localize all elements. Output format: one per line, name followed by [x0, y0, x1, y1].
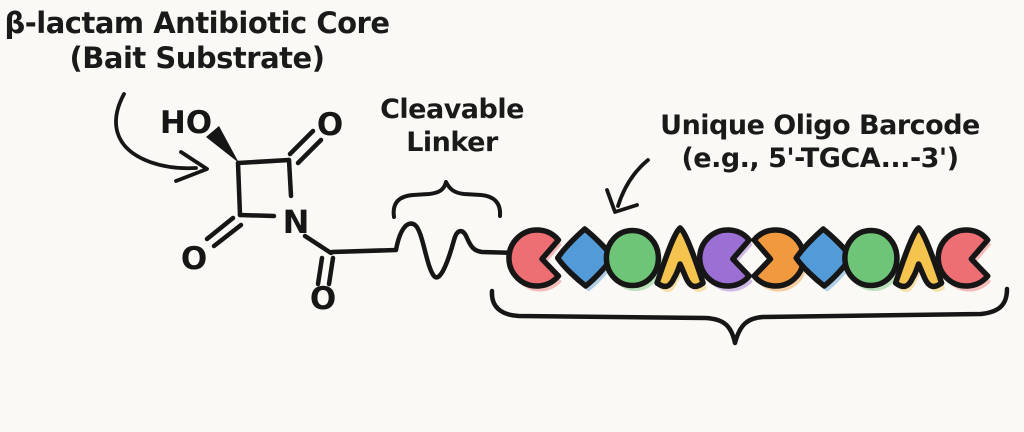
ring-bond: [235, 157, 292, 166]
linker-label: Cleavable Linker: [380, 94, 524, 160]
arrowhead-icon: [174, 150, 209, 183]
core-label-line1: β-lactam Antibiotic Core: [4, 6, 390, 40]
carbonyl-oxygen-left: O: [181, 241, 207, 277]
ring-bond: [235, 160, 243, 218]
barcode-unit-pacman-right: [506, 227, 562, 292]
barcode-annotation-arrow: [605, 158, 650, 214]
carbonyl-double-bond-bottom: [326, 255, 336, 287]
barcode-brace: [489, 286, 1010, 346]
ring-nitrogen-label: N: [283, 203, 310, 241]
carbonyl-oxygen-bottom: O: [310, 281, 336, 317]
barcode-label-line1: Unique Oligo Barcode: [660, 110, 980, 141]
stereo-wedge-bond: [206, 126, 239, 163]
carbonyl-double-bond-top: [287, 128, 316, 157]
core-label: β-lactam Antibiotic Core (Bait Substrate…: [4, 6, 390, 77]
carbonyl-double-bond-bottom: [315, 255, 325, 287]
core-label-line2: (Bait Substrate): [69, 41, 325, 76]
arrowhead-icon: [605, 188, 639, 214]
barcode-unit-circle: [603, 227, 662, 292]
barcode-unit-pacman-left: [751, 227, 808, 292]
barcode-unit-chevron-up: [654, 225, 707, 292]
linker-brace: [391, 180, 503, 219]
linker-label-line2: Linker: [406, 126, 498, 158]
core-annotation-arrow: [114, 92, 209, 183]
ring-bond: [286, 157, 294, 199]
beta-lactam-structure: HO N O O O: [160, 105, 343, 317]
carbonyl-double-bond-left: [211, 222, 244, 249]
barcode-unit-pacman-right: [697, 227, 753, 292]
oligo-barcode-row: [506, 225, 992, 292]
barcode-label: Unique Oligo Barcode (e.g., 5'-TGCA...-3…: [660, 110, 980, 176]
carbonyl-double-bond-left: [204, 215, 236, 242]
barcode-label-line2: (e.g., 5'-TGCA...-3'): [681, 142, 959, 174]
ring-bond: [237, 212, 277, 219]
cleavable-linker-wave: [329, 221, 519, 280]
barcode-unit-circle: [842, 227, 901, 292]
n-acyl-bond: [302, 233, 334, 256]
hydroxyl-label: HO: [160, 105, 212, 141]
barcode-unit-pacman-right: [935, 227, 992, 292]
linker-label-line1: Cleavable: [380, 94, 524, 125]
carbonyl-oxygen-top: O: [317, 107, 343, 143]
barcode-unit-chevron-up: [892, 225, 946, 292]
carbonyl-double-bond-top: [295, 137, 324, 166]
